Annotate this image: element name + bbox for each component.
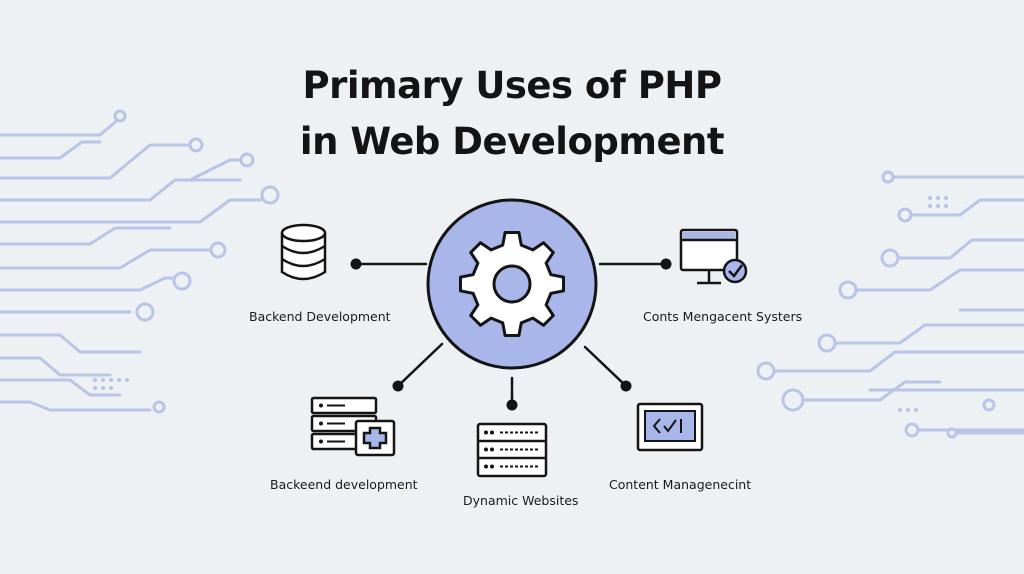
page-title-line-1: Primary Uses of PHP bbox=[302, 64, 722, 107]
left-dot-cluster bbox=[93, 378, 129, 390]
connectors bbox=[350, 258, 672, 411]
code-window-icon bbox=[636, 402, 704, 452]
connector-dot-backend bbox=[350, 258, 362, 270]
gear-icon bbox=[459, 231, 565, 337]
node-label-cms: Conts Mengacent Systers bbox=[643, 309, 803, 324]
node-label-dynamic-websites: Dynamic Websites bbox=[463, 493, 579, 508]
server-rack-icon bbox=[476, 422, 548, 478]
page-title: Primary Uses of PHP in Web Development bbox=[0, 58, 1024, 170]
connector-dot-content bbox=[620, 380, 632, 392]
right-dot-cluster bbox=[898, 196, 948, 412]
monitor-check-icon bbox=[679, 228, 748, 285]
node-label-backend-development: Backend Development bbox=[249, 309, 391, 324]
central-hub bbox=[426, 198, 598, 370]
right-circuit-decoration bbox=[756, 170, 1024, 439]
connector-dot-cms bbox=[660, 258, 672, 270]
node-label-content-management: Content Managenecint bbox=[609, 477, 752, 492]
connector-dot-dynamic bbox=[506, 399, 518, 411]
left-circuit-decoration bbox=[0, 109, 280, 414]
node-label-backend-dev: Backeend development bbox=[270, 477, 418, 492]
connector-dot-backend-dev bbox=[392, 380, 404, 392]
server-plus-icon bbox=[310, 396, 396, 457]
connector-content bbox=[583, 345, 628, 388]
page-title-line-2: in Web Development bbox=[299, 120, 725, 163]
connector-backend-dev bbox=[396, 342, 444, 388]
database-icon bbox=[280, 223, 327, 281]
